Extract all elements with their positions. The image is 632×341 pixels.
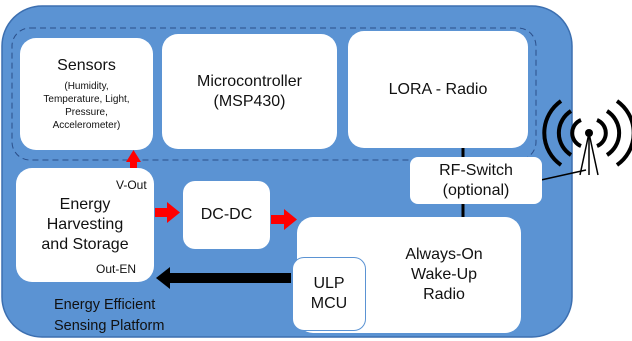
sensors-detail-line: Accelerometer)	[52, 120, 121, 131]
sensors-details: (Humidity, Temperature, Light, Pressure,…	[43, 80, 129, 132]
dcdc-label: DC-DC	[200, 206, 253, 223]
dcdc-block: DC-DC	[183, 181, 270, 249]
lora-radio-block: LORA - Radio	[348, 31, 528, 148]
energy-line: and Storage	[41, 236, 129, 253]
rf-antenna-line	[540, 169, 587, 181]
mcu-label: MCU	[310, 295, 348, 312]
platform-title-line: Sensing Platform	[54, 318, 165, 334]
sensors-detail-line: Pressure,	[65, 107, 108, 118]
out-en-arrow	[156, 267, 291, 289]
energy-line: Harvesting	[46, 216, 124, 233]
rf-switch-block: RF-Switch (optional)	[410, 157, 542, 204]
energy-to-dcdc-arrow	[155, 202, 180, 223]
out-en-label: Out-EN	[96, 262, 137, 276]
energy-line: Energy	[59, 196, 111, 213]
rf-switch-note: (optional)	[442, 181, 510, 199]
wakeup-line: Always-On	[405, 246, 483, 263]
wakeup-line: Radio	[423, 286, 465, 303]
dcdc-to-wakeup-arrow	[271, 209, 297, 230]
microcontroller-block: Microcontroller (MSP430)	[162, 34, 337, 149]
platform-title: Energy Efficient Sensing Platform	[54, 295, 164, 337]
ulp-mcu-block: ULP MCU	[292, 257, 366, 331]
ulp-label: ULP	[313, 275, 345, 292]
platform-title-line: Energy Efficient	[54, 297, 156, 313]
microcontroller-title: Microcontroller	[197, 72, 302, 90]
v-out-label: V-Out	[116, 178, 147, 192]
rf-switch-label: RF-Switch	[439, 161, 513, 179]
antenna-icon	[542, 99, 632, 176]
lora-radio-label: LORA - Radio	[388, 80, 488, 98]
sensors-detail-line: Temperature, Light,	[43, 94, 130, 105]
energy-harvesting-block: Energy Harvesting and Storage	[16, 168, 154, 282]
sensors-block: Sensors (Humidity, Temperature, Light, P…	[20, 38, 153, 150]
wakeup-line: Wake-Up	[410, 266, 478, 283]
microcontroller-model: (MSP430)	[213, 92, 286, 110]
sensors-title: Sensors	[57, 57, 116, 74]
dashed-group-outline	[11, 27, 537, 161]
sensors-detail-line: (Humidity,	[64, 81, 109, 92]
